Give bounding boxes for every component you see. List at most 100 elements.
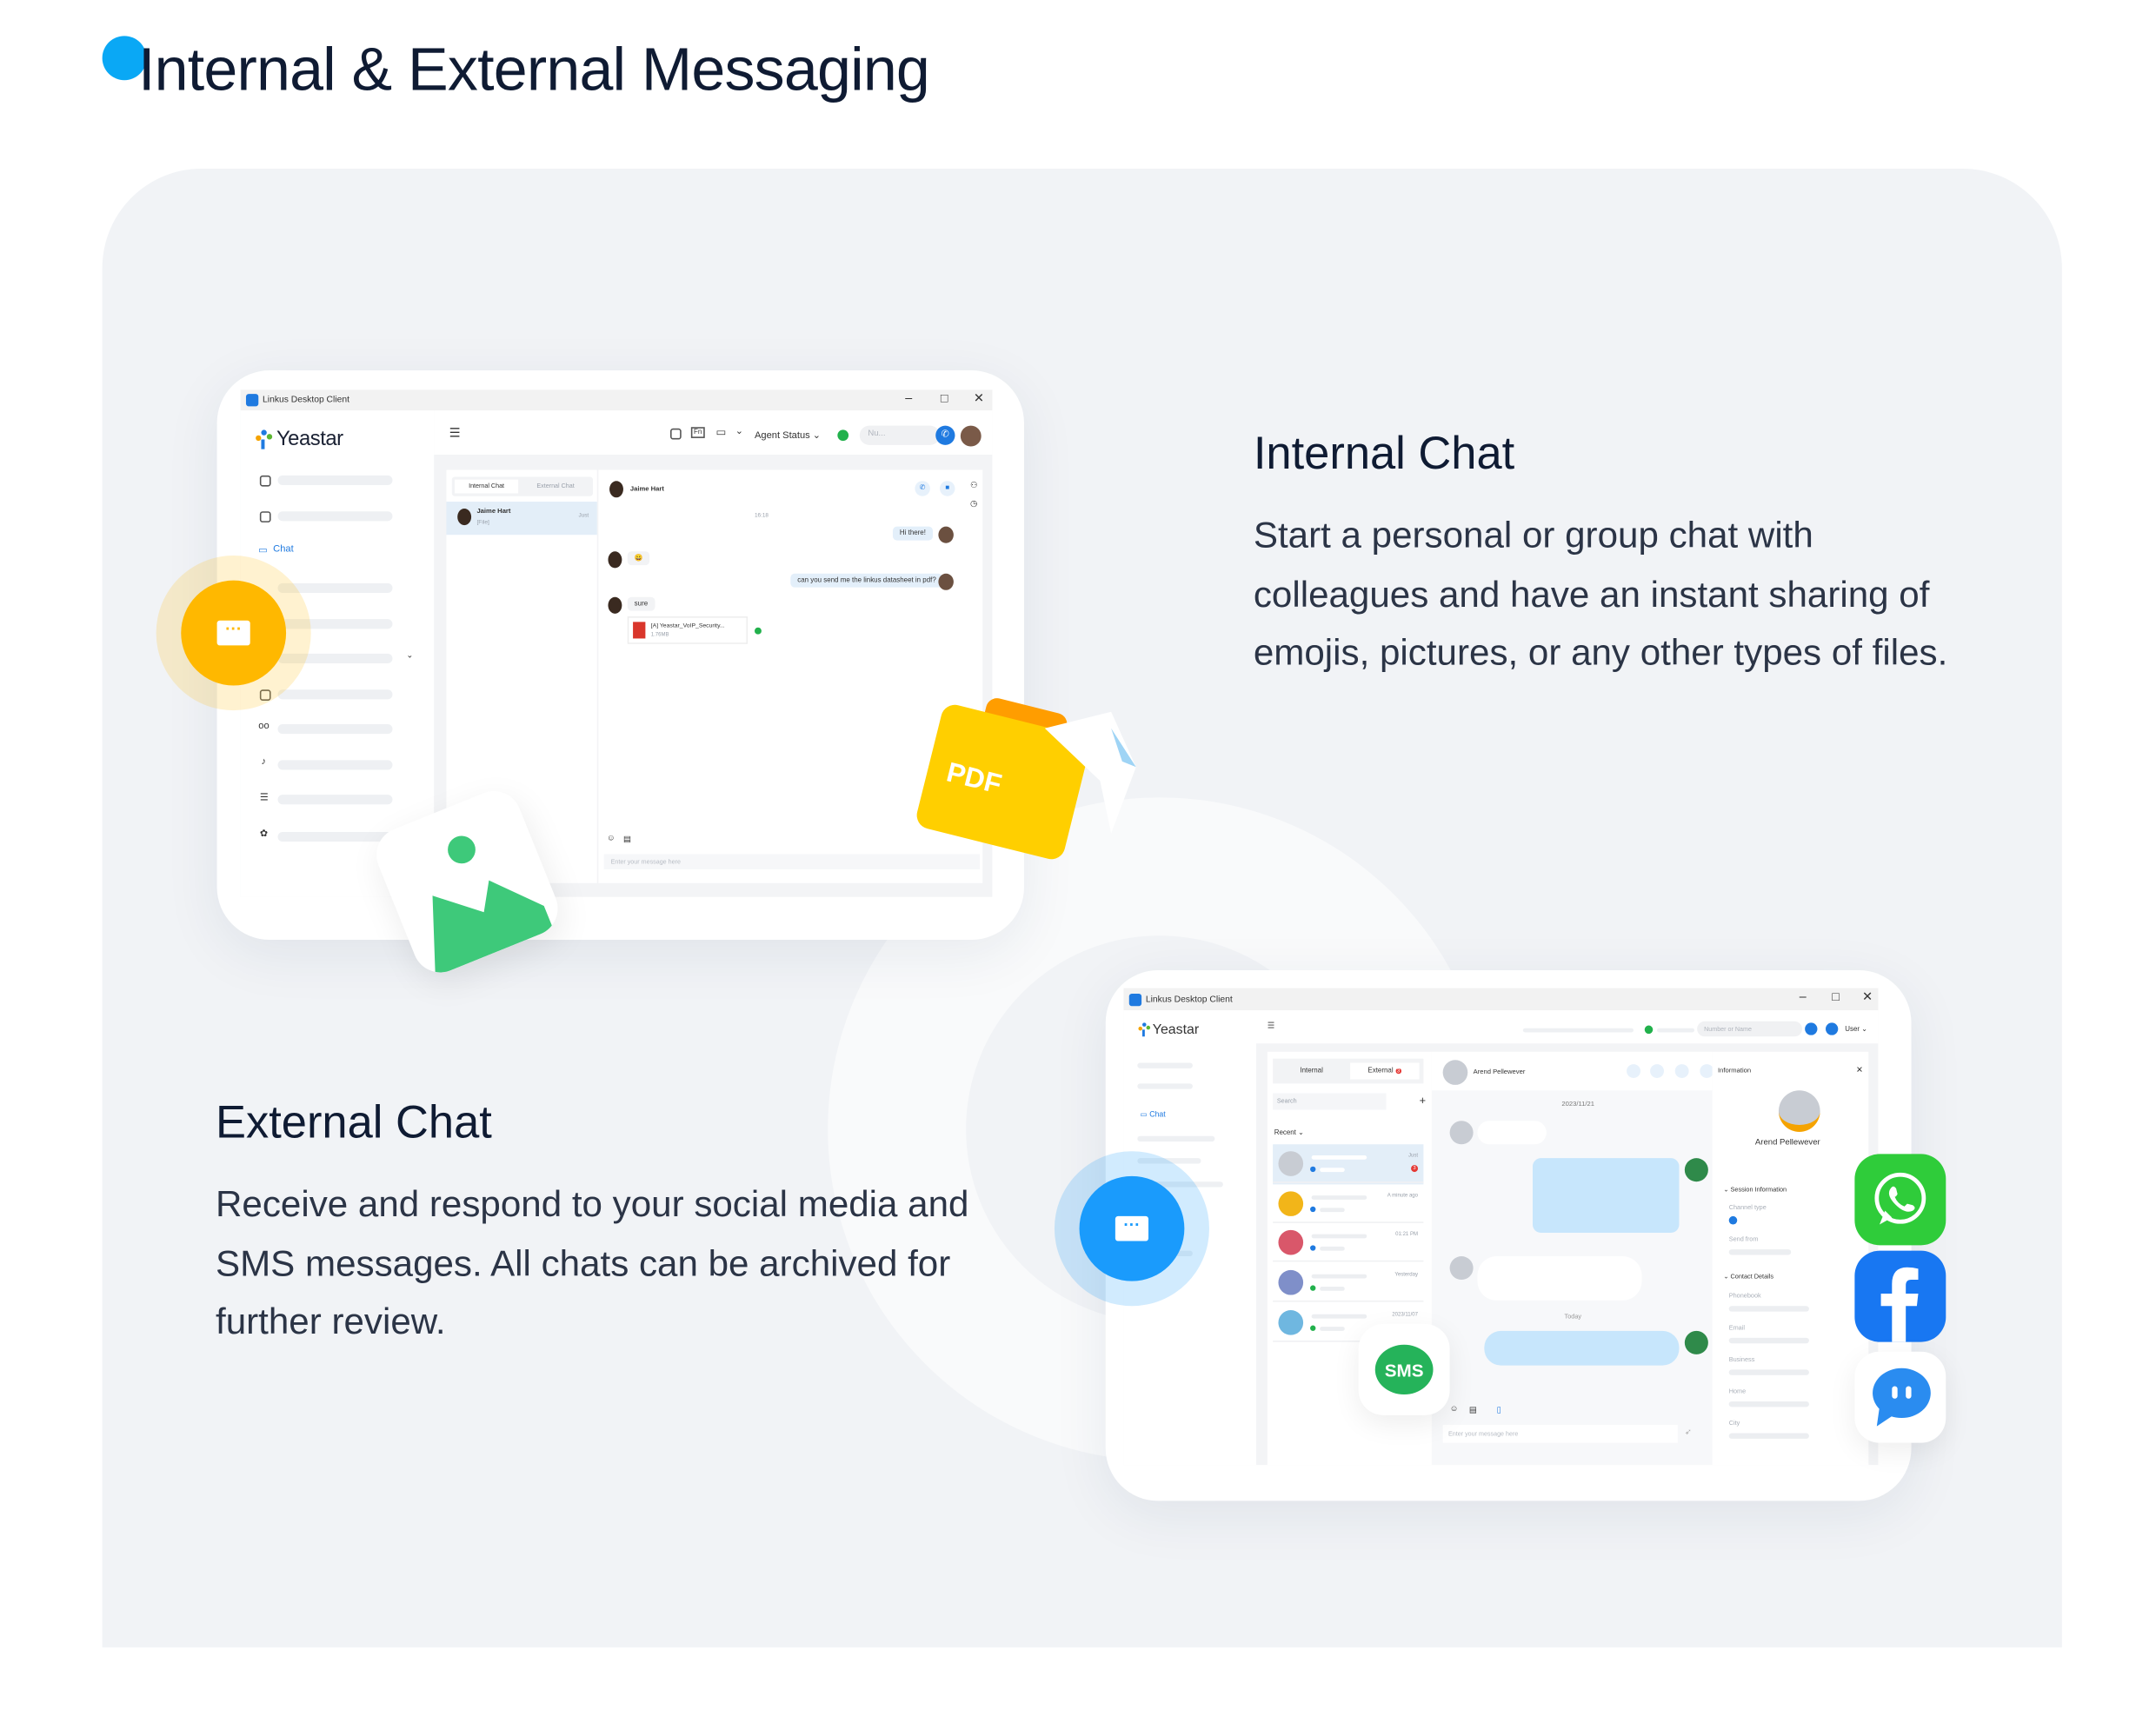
preview-placeholder [1320,1207,1345,1212]
paper-plane-icon [1044,711,1136,834]
sidebar-item-placeholder[interactable] [277,511,393,522]
sidebar-item-placeholder[interactable] [277,582,393,593]
video-call-button[interactable]: ■ [939,481,955,496]
folder-icon[interactable]: ▤ [622,835,631,845]
monitor-icon[interactable]: ▭ [715,425,727,438]
clipboard-icon[interactable]: ▯ [1496,1407,1501,1415]
add-button[interactable]: + [1419,1095,1427,1108]
assign-button[interactable] [1674,1064,1689,1078]
sidebar-item-label: Chat [273,544,294,555]
plugin-icon[interactable]: ✿ [259,829,269,839]
blue-chat-icon: ··· [1079,1175,1185,1281]
channel-icon [1310,1325,1316,1331]
emoji-icon[interactable]: ☺ [606,835,616,843]
file-attachment[interactable]: [A] Yeastar_VoIP_Security... 1.76MB [627,616,749,644]
close-button[interactable]: ✕ [1862,989,1873,1004]
sidebar-item-placeholder[interactable] [277,475,393,485]
minimize-button[interactable]: – [1799,989,1807,1004]
sms-label: SMS [1374,1344,1434,1395]
recent-filter[interactable]: Recent ⌄ [1274,1128,1304,1138]
transfer-button[interactable] [1650,1064,1664,1078]
call-button[interactable]: ✆ [935,425,955,445]
download-icon[interactable] [754,627,762,635]
section-label: Contact Details [1730,1273,1774,1281]
tab-external[interactable]: External 3 [1350,1062,1420,1080]
maximize-button[interactable]: □ [940,390,948,405]
sidebar-item-placeholder[interactable] [277,619,393,629]
qr-code-icon[interactable] [670,428,682,440]
conversation-item[interactable]: A minute ago [1273,1184,1424,1223]
conversation-item[interactable]: 2023/11/07 [1273,1303,1424,1342]
archive-button[interactable] [1700,1064,1714,1078]
sidebar-item-placeholder[interactable] [277,760,393,770]
voice-call-button[interactable]: ✆ [915,481,930,496]
dial-input[interactable]: Number or Name [1697,1021,1802,1037]
chat-header [1431,1051,1713,1091]
sidebar-item-placeholder[interactable] [1137,1135,1215,1142]
emoji-icon[interactable]: ☺ [1449,1405,1459,1414]
close-panel-icon[interactable]: ✕ [1855,1067,1863,1075]
conversation-time: Yesterday [1394,1271,1419,1278]
tab-external-chat[interactable]: External Chat [536,482,575,489]
sidebar-item-placeholder[interactable] [1137,1083,1193,1089]
user-icon[interactable] [1825,1022,1839,1035]
sidebar-item-placeholder[interactable] [1137,1181,1223,1188]
file-size: 1.76MB [650,631,669,637]
sidebar-item-placeholder[interactable] [277,795,393,805]
call-button[interactable] [1805,1022,1818,1035]
field-label: Email [1728,1323,1745,1331]
contacts-icon[interactable] [259,475,271,487]
sidebar-item-placeholder[interactable] [1137,1158,1201,1164]
external-chat-description: Receive and respond to your social media… [216,1175,1045,1351]
session-info-toggle[interactable]: ⌄ Session Information [1723,1185,1787,1193]
sidebar-item-placeholder[interactable] [1137,1062,1193,1068]
voicemail-icon[interactable]: oo [258,721,270,731]
voice-call-button[interactable] [1627,1064,1640,1078]
add-member-icon[interactable]: ⚇ [969,482,978,491]
tab-internal[interactable]: Internal [1300,1067,1323,1075]
minimize-button[interactable]: – [905,390,913,405]
settings-list-icon[interactable]: ☰ [259,793,269,803]
conversation-item[interactable]: 01:21 PM [1273,1224,1424,1263]
sidebar-item-placeholder[interactable] [277,689,393,700]
tab-internal-chat[interactable]: Internal Chat [455,479,519,494]
collapse-menu-icon[interactable]: ☰ [449,425,461,440]
chevron-down-icon[interactable]: ⌄ [735,427,744,437]
conversation-item[interactable]: Jaime Hart [File] Just [446,502,597,536]
user-label: User [1845,1025,1860,1035]
sidebar-item-chat[interactable]: ▭ Chat [1141,1111,1166,1120]
maximize-button[interactable]: □ [1832,989,1840,1004]
preview-placeholder [1320,1287,1345,1291]
user-menu[interactable]: User ⌄ [1845,1025,1867,1035]
agent-status-dropdown[interactable]: Agent Status ⌄ [754,430,822,442]
dial-input[interactable]: Nu... [859,425,940,445]
sidebar-item-placeholder[interactable] [277,831,393,842]
message-input[interactable]: Enter your message here [1442,1424,1678,1443]
today-divider: Today [1564,1313,1582,1321]
desc-line: emojis, pictures, or any other types of … [1253,631,1948,674]
phonebook-icon[interactable] [259,511,271,522]
recording-icon[interactable] [259,689,271,701]
chevron-down-icon[interactable]: ⌄ [406,652,414,661]
search-input[interactable]: Search [1273,1093,1387,1110]
conversation-item[interactable]: Yesterday [1273,1263,1424,1302]
contact-details-toggle[interactable]: ⌄ Contact Details [1723,1273,1774,1281]
history-icon[interactable]: ◷ [969,500,978,509]
folder-icon[interactable]: ▤ [1468,1407,1477,1415]
chat-icon: ▭ [258,545,268,556]
send-icon[interactable]: ➶ [1684,1428,1692,1438]
name-placeholder [1311,1314,1367,1319]
message-input[interactable]: Enter your message here [603,854,981,869]
field-value-placeholder [1728,1369,1809,1375]
collapse-menu-icon[interactable]: ☰ [1267,1022,1275,1031]
close-button[interactable]: ✕ [973,390,984,405]
fn-key-button[interactable]: Fn [690,427,705,438]
user-avatar[interactable] [960,425,982,447]
external-chat-app: Linkus Desktop Client – □ ✕ Yeastar ▭ Ch… [1123,988,1879,1466]
sidebar-item-placeholder[interactable] [277,653,393,664]
contact-avatar [1278,1230,1304,1256]
sidebar-item-placeholder[interactable] [277,724,393,735]
sidebar-item-chat[interactable]: ▭ Chat [258,544,293,556]
microphone-icon[interactable]: ♪ [261,757,267,768]
